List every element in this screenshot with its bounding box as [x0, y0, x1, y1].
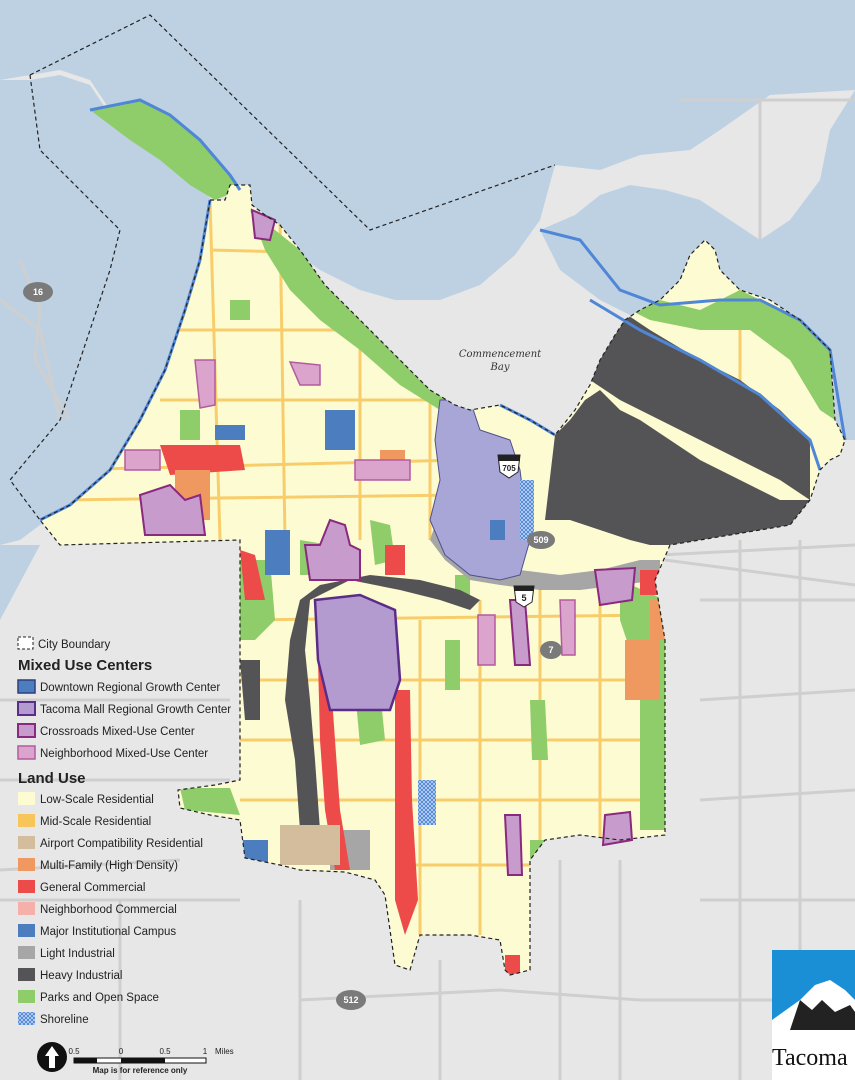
legend-swatch-general-commercial: [18, 880, 35, 893]
mixed-use-centers: [124, 208, 637, 876]
tacoma-logo: Tacoma: [772, 950, 855, 1080]
legend-swatch-shoreline: [18, 1012, 35, 1025]
legend-label-shoreline: Shoreline: [40, 1014, 89, 1026]
legend: City Boundary Mixed Use Centers Downtown…: [17, 636, 231, 1026]
highway-509-shield: 509: [527, 531, 555, 549]
legend-swatch-mid-scale: [18, 814, 35, 827]
legend-swatch-crossroads: [17, 723, 36, 738]
legend-land-use-title: Land Use: [18, 770, 86, 787]
legend-swatch-low-scale: [18, 792, 35, 805]
svg-text:5: 5: [521, 593, 526, 603]
bay-label-line2: Bay: [490, 362, 510, 373]
legend-swatch-mall: [17, 701, 36, 716]
svg-text:512: 512: [343, 995, 358, 1005]
logo-text: Tacoma: [772, 1045, 848, 1071]
legend-label-mid-scale: Mid-Scale Residential: [40, 816, 151, 828]
legend-label-neighborhood-center: Neighborhood Mixed-Use Center: [40, 748, 208, 760]
highway-16-shield: 16: [23, 282, 53, 302]
bay-label-line1: Commencement: [459, 349, 542, 360]
legend-label-city-boundary: City Boundary: [38, 639, 110, 651]
legend-label-mall: Tacoma Mall Regional Growth Center: [40, 704, 231, 716]
svg-text:0.5: 0.5: [68, 1047, 80, 1056]
legend-label-parks: Parks and Open Space: [40, 992, 159, 1004]
outside-roads: [0, 98, 855, 1080]
svg-text:509: 509: [533, 535, 548, 545]
legend-label-heavy-industrial: Heavy Industrial: [40, 970, 122, 982]
scale-bar: 0.5 0 0.5 1 Miles Map is for reference o…: [68, 1047, 233, 1075]
legend-label-airport: Airport Compatibility Residential: [40, 838, 203, 850]
svg-text:7: 7: [548, 645, 553, 655]
svg-text:1: 1: [203, 1047, 208, 1056]
legend-swatch-parks: [18, 990, 35, 1003]
legend-swatch-light-industrial: [18, 946, 35, 959]
legend-swatch-neighborhood-center: [17, 745, 36, 760]
legend-label-light-industrial: Light Industrial: [40, 948, 115, 960]
north-arrow-icon: [37, 1042, 67, 1072]
highway-7-shield: 7: [540, 641, 562, 659]
svg-text:0: 0: [119, 1047, 124, 1056]
legend-label-low-scale: Low-Scale Residential: [40, 794, 154, 806]
legend-swatch-airport: [18, 836, 35, 849]
legend-swatch-heavy-industrial: [18, 968, 35, 981]
legend-label-institutional: Major Institutional Campus: [40, 926, 176, 938]
svg-text:16: 16: [33, 287, 43, 297]
legend-label-downtown: Downtown Regional Growth Center: [40, 682, 220, 694]
legend-label-crossroads: Crossroads Mixed-Use Center: [40, 726, 195, 738]
legend-swatch-institutional: [18, 924, 35, 937]
svg-text:0.5: 0.5: [159, 1047, 171, 1056]
svg-text:705: 705: [502, 464, 516, 473]
svg-text:Map is for reference only: Map is for reference only: [93, 1066, 188, 1075]
highway-512-shield: 512: [336, 990, 366, 1010]
svg-text:Miles: Miles: [215, 1047, 234, 1056]
legend-swatch-downtown: [17, 679, 36, 694]
highway-5-shield: 5: [513, 585, 535, 608]
legend-swatch-city-boundary: [17, 636, 34, 650]
legend-label-multi-family: Multi-Family (High Density): [40, 860, 178, 872]
legend-label-neighborhood-commercial: Neighborhood Commercial: [40, 904, 177, 916]
legend-mixed-use-title: Mixed Use Centers: [18, 657, 152, 674]
legend-swatch-neighborhood-commercial: [18, 902, 35, 915]
highway-705-shield: 705: [497, 454, 521, 479]
legend-label-general-commercial: General Commercial: [40, 882, 145, 894]
legend-swatch-multi-family: [18, 858, 35, 871]
